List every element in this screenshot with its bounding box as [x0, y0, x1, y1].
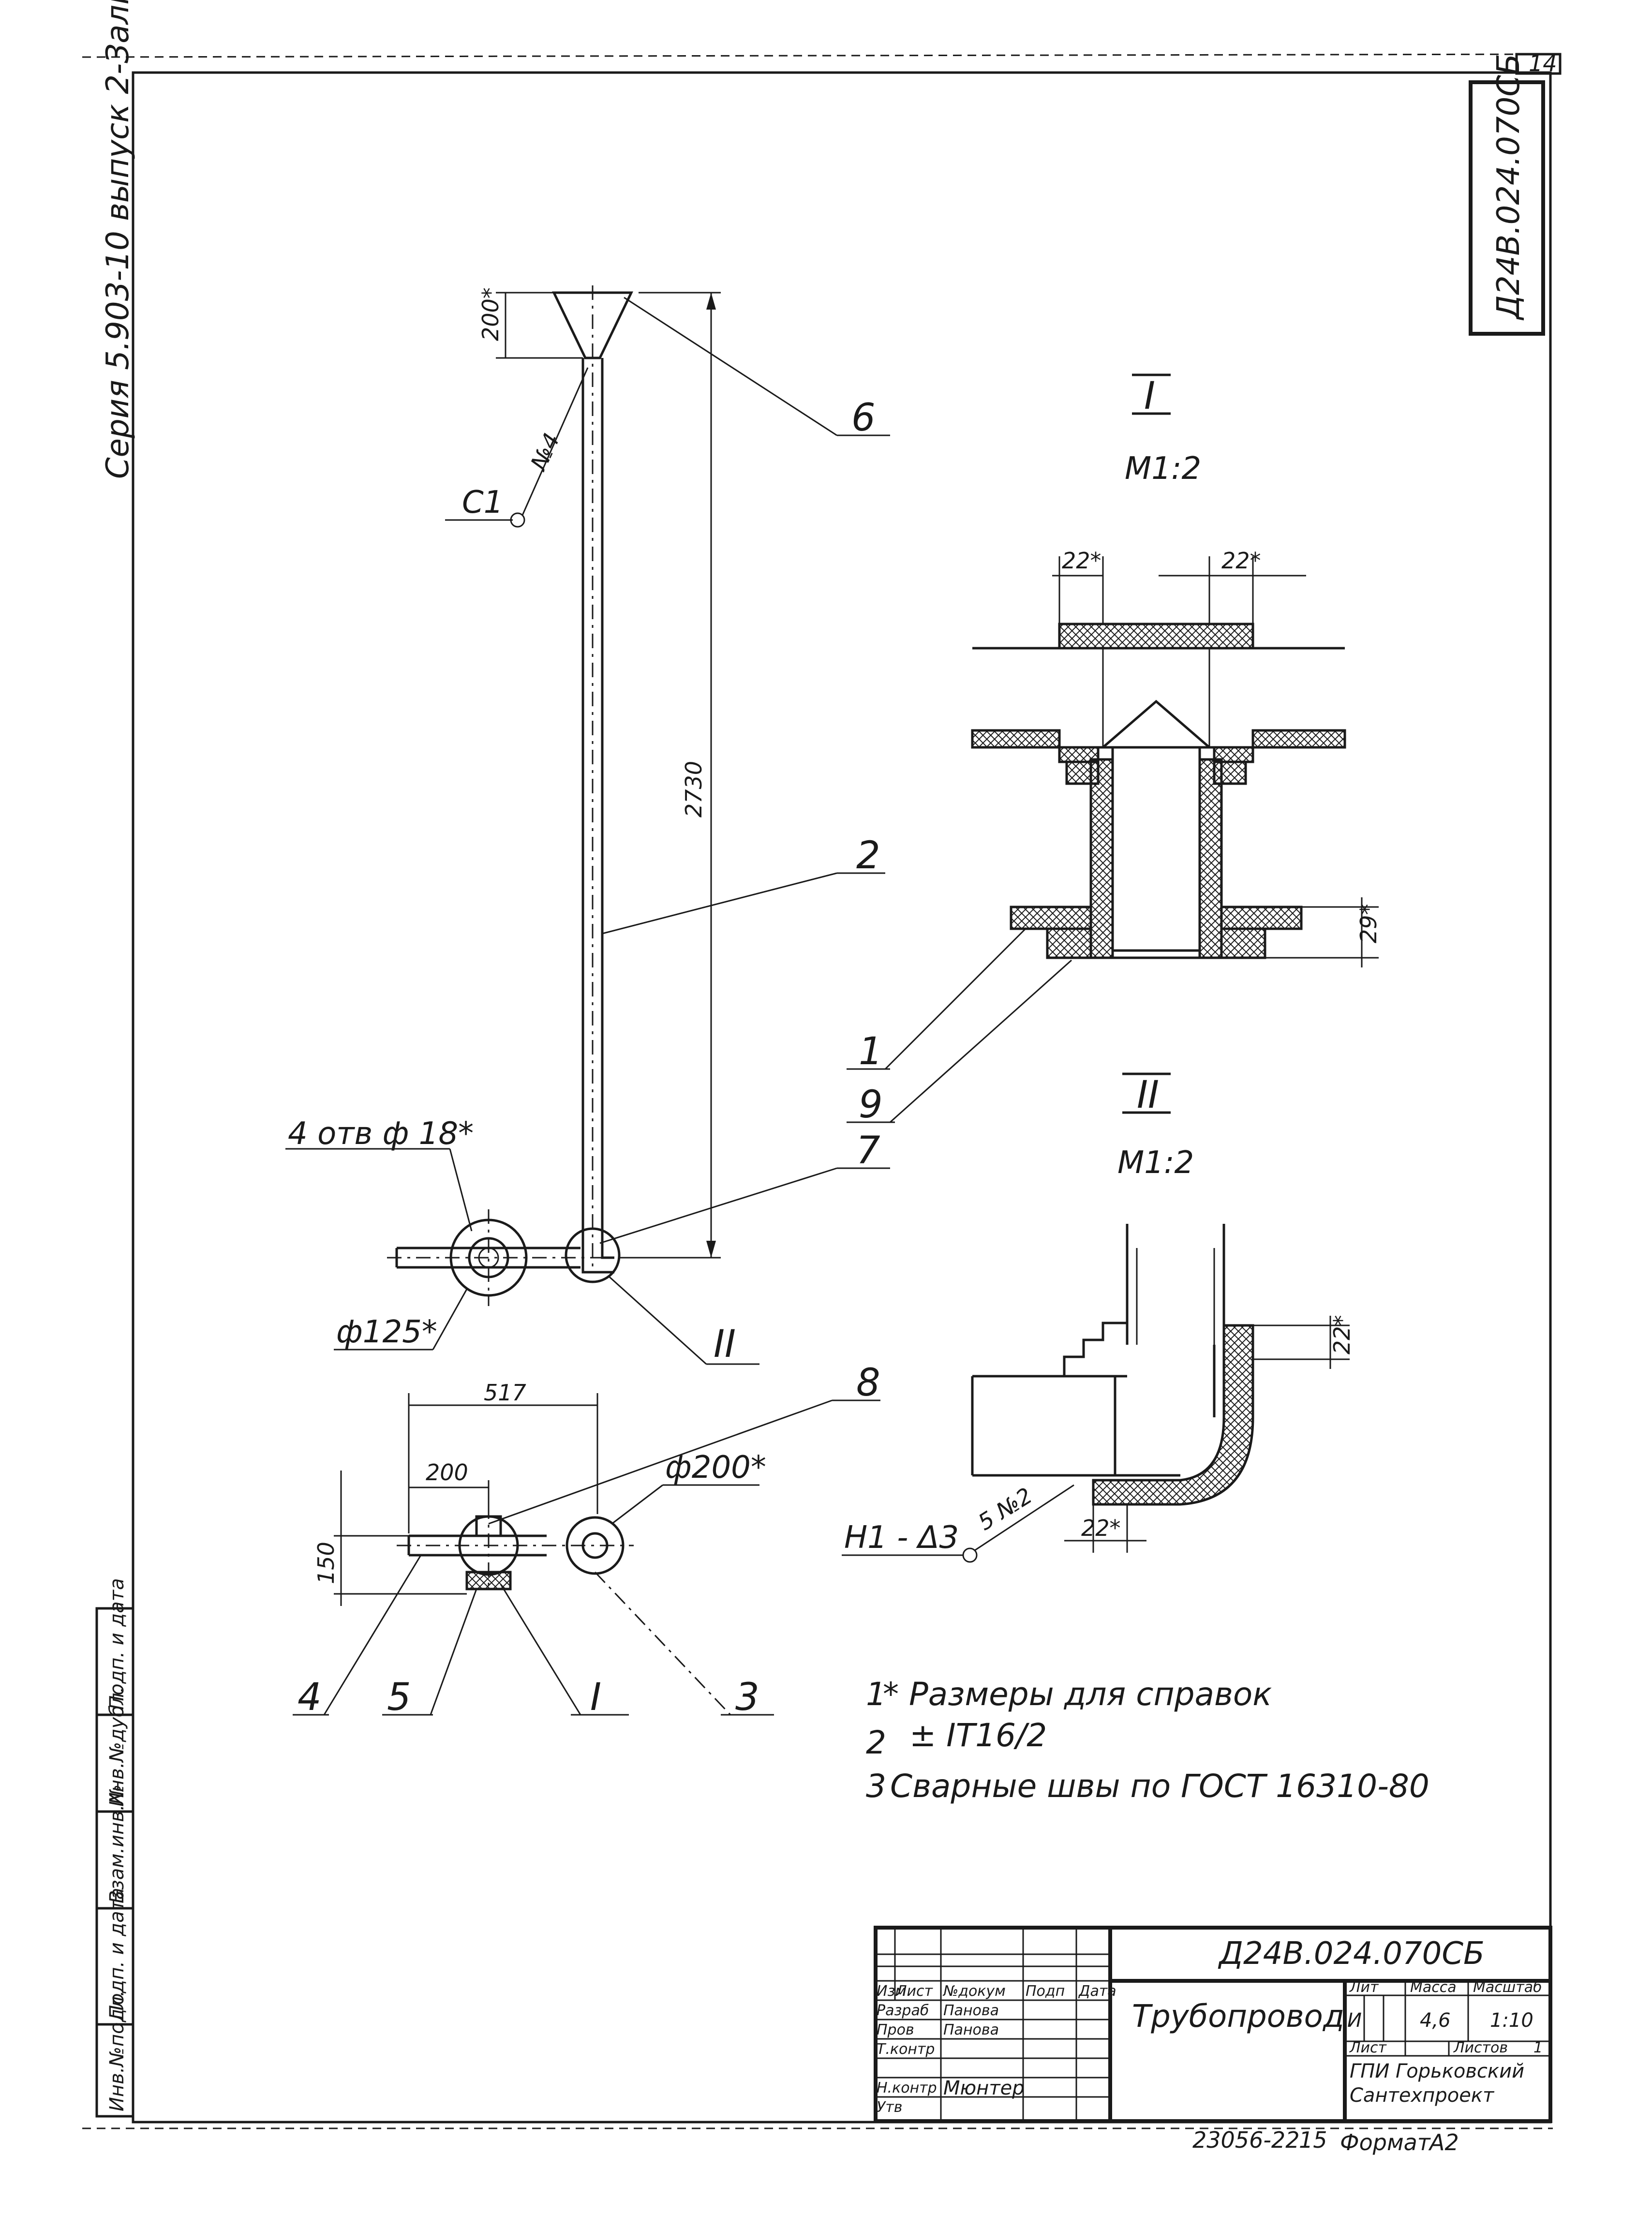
detail-1: I М1:2 22* 22* [847, 373, 1382, 1127]
tb-person-1: Панова [943, 2021, 999, 2038]
tb-doc-number: Д24В.024.070СБ [1218, 1936, 1485, 1972]
detail-1-scale: М1:2 [1125, 451, 1201, 487]
tb-org-2: Сантехпроект [1350, 2084, 1495, 2107]
tb-name: Трубопровод [1132, 1999, 1344, 2035]
tb-sheet-label: Лист [1349, 2039, 1387, 2056]
tb-person-0: Панова [943, 2002, 999, 2019]
svg-text:Серия 5.903-10 выпуск 2-Залк 2: Серия 5.903-10 выпуск 2-Залк 2 [100, 0, 136, 479]
detail-1-dim-left: 22* [1062, 548, 1101, 574]
detail-2-weld-no: 5 №2 [973, 1482, 1037, 1535]
tb-role-5: Утв [877, 2099, 902, 2116]
dim-517: 517 [484, 1380, 526, 1406]
detail-2-dim-side: 22* [1329, 1315, 1355, 1354]
tb-org-1: ГПИ Горьковский [1350, 2060, 1524, 2082]
note-2-text: ± IT16/2 [909, 1717, 1047, 1754]
margin-label-4: Подп. и дата [106, 1578, 128, 1710]
tb-role-4: Н.контр [877, 2080, 937, 2096]
note-1-text: * Размеры для справок [883, 1676, 1272, 1713]
dim-funnel-text: 200* [477, 287, 504, 341]
detail-2-weld-mark: Н1 - Δ3 [844, 1520, 959, 1556]
callout-6: 6 [851, 396, 876, 440]
footer-page: 15 [1299, 2127, 1327, 2153]
tb-lit-label: Лит [1349, 1979, 1379, 1996]
dim-height-2730: 2730 [624, 292, 721, 1259]
footer-archive: 23056-22 [1192, 2127, 1299, 2153]
dim-height-text: 2730 [681, 761, 707, 817]
tb-lit-value: И [1347, 2009, 1362, 2032]
note-1-num: 1 [866, 1676, 886, 1713]
tb-sheets-value: 1 [1533, 2039, 1543, 2056]
tb-role-1: Пров [877, 2021, 914, 2038]
weld-mark-c1: С1 №4 [445, 367, 589, 528]
callout-4: 4 [298, 1676, 322, 1719]
dim-200-plan: 200 [426, 1459, 468, 1486]
tb-scale-label: Масштаб [1473, 1979, 1542, 1996]
view-ref-1: I [590, 1676, 601, 1719]
title-block: Изм Лист №докум Подп Дата Разраб Пров Т.… [874, 1926, 1552, 2123]
callout-1: 1 [859, 1030, 883, 1073]
dim-150: 150 [313, 1542, 339, 1584]
main-view: 2730 200* С1 №4 6 2 7 4 от [285, 285, 890, 1366]
holes-note: 4 отв ф 18* [285, 1116, 474, 1232]
tb-h-date: Дата [1078, 1983, 1116, 2000]
tb-h-list: Лист [895, 1983, 934, 2000]
view-ref-2: II [609, 1276, 759, 1366]
notes: 1 * Размеры для справок 2 ± IT16/2 3 Сва… [866, 1676, 1429, 1805]
sheet-frame: 14 [82, 50, 1562, 2129]
footer-format-value: А2 [1428, 2129, 1459, 2155]
weld-no-text: №4 [525, 429, 565, 475]
tb-h-izm: Изм [877, 1983, 906, 2000]
flange-dia-note: ф125* [334, 1289, 468, 1351]
note-3-num: 3 [866, 1768, 886, 1805]
footer: 23056-22 15 Формат А2 [1192, 2127, 1459, 2155]
detail-2-dim-bottom: 22* [1081, 1515, 1121, 1541]
tb-role-0: Разраб [877, 2002, 929, 2019]
detail-2-title: II [1137, 1073, 1159, 1117]
tb-scale-value: 1:10 [1490, 2009, 1533, 2032]
tb-person-4: Мюнтер [943, 2077, 1025, 2099]
detail-1-dim-flange: 29* [1355, 904, 1382, 943]
detail-2: II М1:2 22* 22* Н1 - Δ3 5 № [842, 1072, 1355, 1563]
margin-label-3: Инв.№дубл. [106, 1687, 128, 1807]
detail-2-scale: М1:2 [1117, 1145, 1194, 1181]
callout-2: 2 [856, 834, 880, 877]
left-margin-strip: Инв.№подл. Подп. и дата Взам.инв.№ Инв.№… [95, 1578, 134, 2118]
detail-1-dim-right: 22* [1221, 548, 1261, 574]
dim-funnel-200: 200* [477, 287, 583, 359]
svg-text:4 отв ф 18*: 4 отв ф 18* [288, 1116, 474, 1152]
svg-text:ф125*: ф125* [336, 1314, 437, 1350]
series-text: Серия 5.903-10 выпуск 2-Залк 2 [100, 0, 136, 479]
callout-9: 9 [859, 1083, 883, 1127]
dia-200: ф200* [665, 1450, 766, 1486]
tb-sheets-label: Листов [1453, 2039, 1508, 2056]
margin-label-0: Инв.№подл. [106, 1990, 128, 2111]
callout-8: 8 [856, 1361, 880, 1405]
svg-text:Д24В.024.070СБ: Д24В.024.070СБ [1491, 54, 1527, 321]
margin-label-1: Подп. и дата [106, 1888, 128, 2020]
plan-view: 517 200 150 8 ф200* 4 5 I 3 [293, 1361, 880, 1719]
tb-h-doc: №докум [942, 1983, 1006, 2000]
tb-h-sign: Подп [1026, 1983, 1065, 2000]
weld-mark-text: С1 [462, 485, 503, 520]
sheet-number: 14 [1529, 50, 1557, 76]
footer-format-label: Формат [1340, 2129, 1431, 2155]
tb-mass-label: Масса [1410, 1979, 1457, 1996]
tb-mass-value: 4,6 [1420, 2009, 1451, 2032]
detail-1-title: I [1144, 374, 1155, 418]
note-3-text: Сварные швы по ГОСТ 16310-80 [890, 1768, 1429, 1805]
note-2-num: 2 [866, 1724, 886, 1761]
margin-label-2: Взам.инв.№ [106, 1784, 128, 1903]
svg-text:II: II [714, 1322, 736, 1366]
doc-code-stamp: Д24В.024.070СБ [1469, 54, 1545, 336]
callout-3: 3 [735, 1676, 759, 1719]
callout-7: 7 [856, 1129, 880, 1173]
tb-role-2: Т.контр [877, 2041, 935, 2058]
callout-5: 5 [387, 1676, 411, 1719]
